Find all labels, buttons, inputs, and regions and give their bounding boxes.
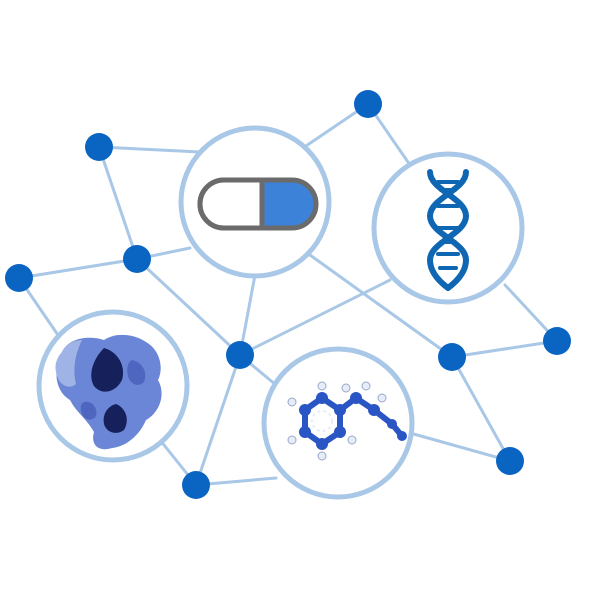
edge xyxy=(17,257,139,280)
network-node xyxy=(226,341,254,369)
edge xyxy=(135,257,242,357)
edge xyxy=(308,253,454,359)
edge xyxy=(238,278,392,357)
network-node xyxy=(354,90,382,118)
dna-helix-icon xyxy=(426,169,470,291)
edge xyxy=(97,145,202,154)
edge xyxy=(408,431,512,463)
edge xyxy=(194,353,242,487)
network-node xyxy=(182,471,210,499)
capsule-icon xyxy=(197,177,319,231)
protein-structure-icon xyxy=(55,334,162,450)
edge xyxy=(450,355,512,463)
network-node xyxy=(85,133,113,161)
network-node xyxy=(123,245,151,273)
edge xyxy=(450,339,559,359)
network-nodes xyxy=(5,90,571,499)
network-node xyxy=(5,264,33,292)
network-node xyxy=(438,343,466,371)
molecule-ball-stick-icon xyxy=(287,381,407,461)
edge xyxy=(97,145,139,261)
network-node xyxy=(496,447,524,475)
network-node xyxy=(543,327,571,355)
